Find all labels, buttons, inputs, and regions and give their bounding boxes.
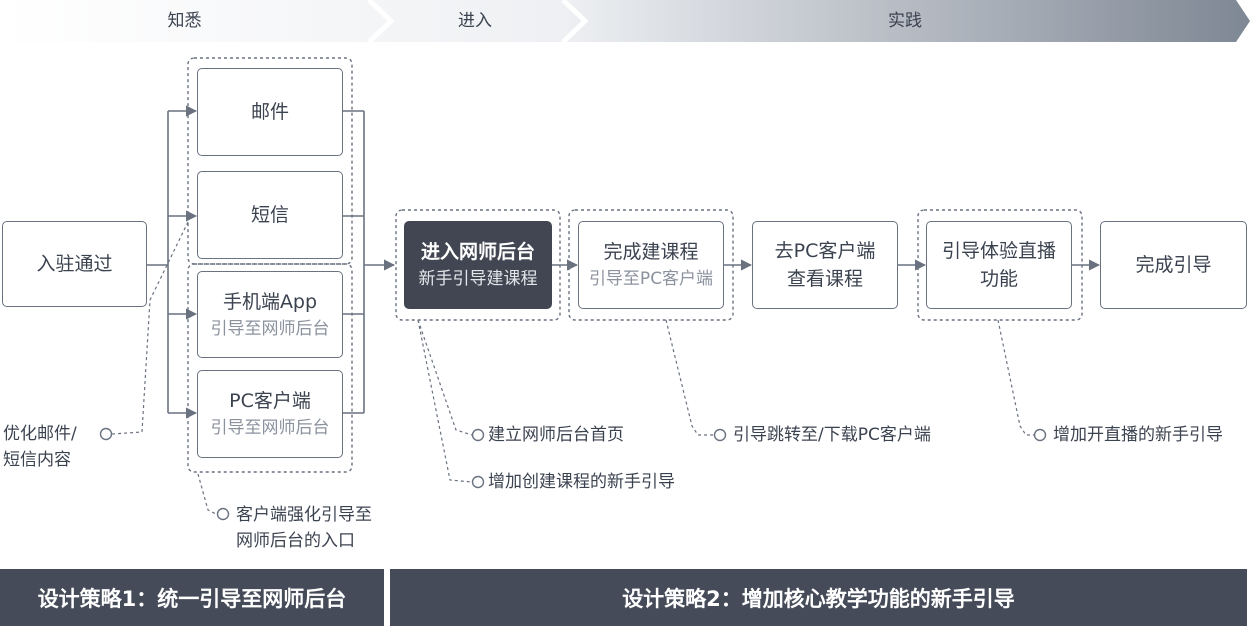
step-title: 引导体验直播 xyxy=(941,240,1056,262)
stage-label-enter: 进入 xyxy=(458,11,492,31)
stage-divider-1 xyxy=(367,0,395,44)
channel-sub: 引导至网师后台 xyxy=(210,418,330,438)
step-sub: 新手引导建课程 xyxy=(418,269,538,289)
strategy-banner-1: 设计策略1：统一引导至网师后台 xyxy=(0,569,384,626)
channel-title: 短信 xyxy=(250,204,289,226)
step-node-create-course: 完成建课程 引导至PC客户端 xyxy=(578,221,724,309)
start-node-label: 入驻通过 xyxy=(36,253,113,275)
channel-title: 邮件 xyxy=(250,101,289,123)
channel-node-pc: PC客户端 引导至网师后台 xyxy=(197,370,343,458)
note-client-entry: 客户端强化引导至 网师后台的入口 xyxy=(236,502,372,554)
note-course-guide: 增加创建课程的新手引导 xyxy=(488,472,675,492)
stage-band xyxy=(0,0,1250,42)
step-title: 进入网师后台 xyxy=(420,241,535,263)
step-node-enter-backend: 进入网师后台 新手引导建课程 xyxy=(404,221,552,309)
step-node-finish: 完成引导 xyxy=(1100,221,1247,309)
stage-label-practice: 实践 xyxy=(888,11,922,31)
step-title: 去PC客户端 xyxy=(774,240,876,262)
channel-title: PC客户端 xyxy=(229,390,311,412)
channel-node-app: 手机端App 引导至网师后台 xyxy=(197,271,343,358)
note-line: 网师后台的入口 xyxy=(236,531,355,551)
step-node-pc-client: 去PC客户端 查看课程 xyxy=(752,221,898,309)
step-sub: 引导至PC客户端 xyxy=(588,269,714,289)
note-pc-jump: 引导跳转至/下载PC客户端 xyxy=(733,425,931,445)
stage-label-aware: 知悉 xyxy=(167,11,202,31)
channel-sub: 引导至网师后台 xyxy=(210,318,330,339)
note-optimize-content: 优化邮件/ 短信内容 xyxy=(3,421,77,473)
step-title: 完成建课程 xyxy=(603,241,699,263)
note-line: 优化邮件/ xyxy=(3,424,77,444)
stage-divider-2 xyxy=(561,0,589,44)
note-line: 客户端强化引导至 xyxy=(236,505,372,525)
strategy-banner-2: 设计策略2：增加核心教学功能的新手引导 xyxy=(390,569,1247,626)
channel-title: 手机端App xyxy=(222,290,318,313)
start-node: 入驻通过 xyxy=(2,221,147,307)
step-sub: 功能 xyxy=(979,268,1018,290)
channel-node-email: 邮件 xyxy=(197,68,343,156)
step-node-live-guide: 引导体验直播 功能 xyxy=(926,221,1072,309)
channel-node-sms: 短信 xyxy=(197,171,343,259)
note-line: 短信内容 xyxy=(3,450,71,470)
note-live-guide: 增加开直播的新手引导 xyxy=(1053,425,1223,445)
note-homepage: 建立网师后台首页 xyxy=(488,425,624,445)
step-sub: 查看课程 xyxy=(786,268,863,290)
step-title: 完成引导 xyxy=(1135,254,1212,276)
